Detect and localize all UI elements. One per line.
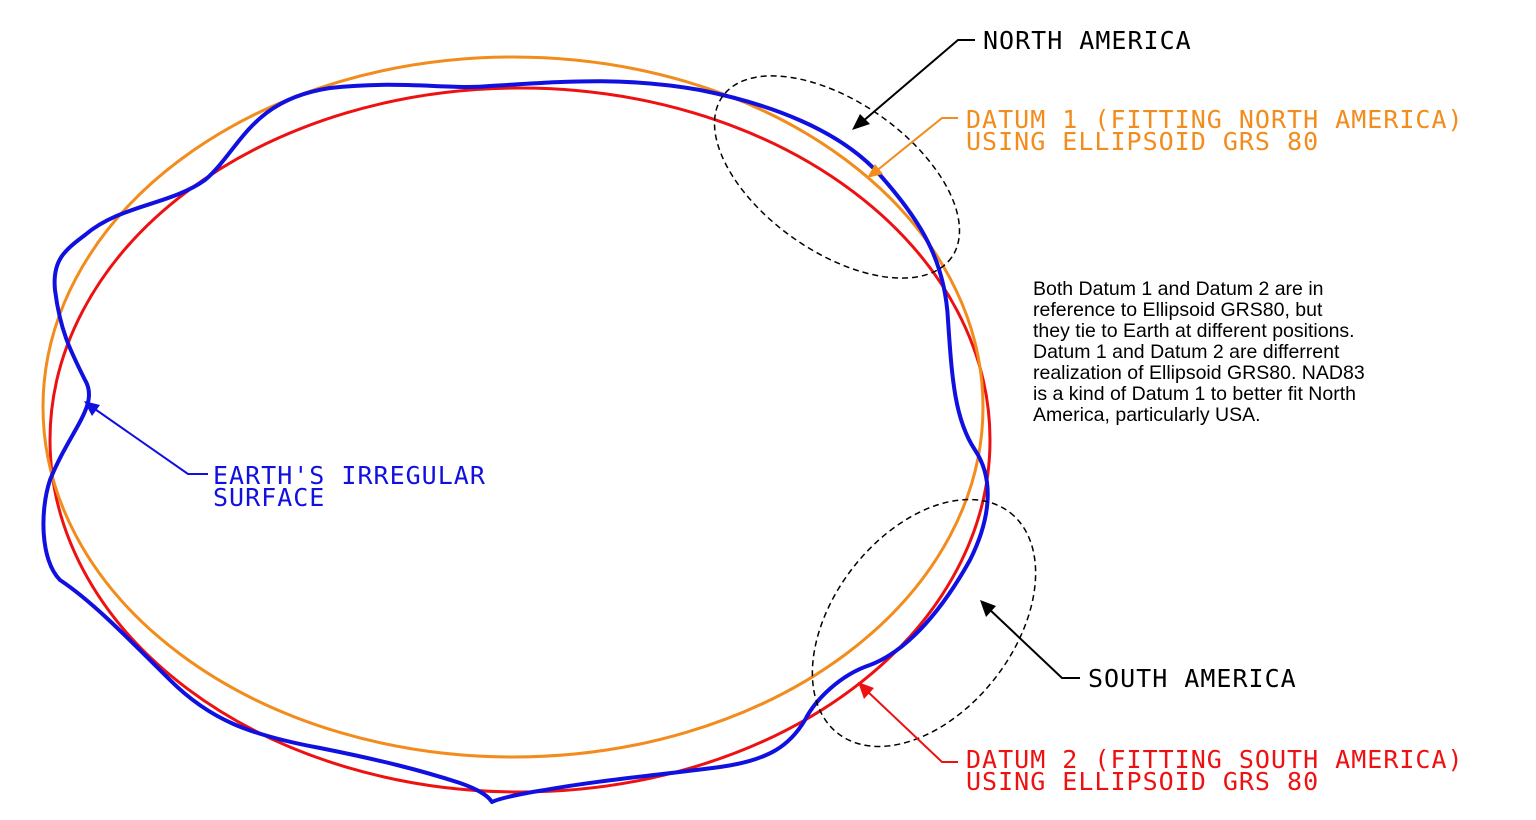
note-line: they tie to Earth at different positions… [1033,320,1355,342]
earth-surface-label-line-2: SURFACE [213,483,325,512]
south-america-label: SOUTH AMERICA [1088,664,1297,693]
note-line: realization of Ellipsoid GRS80. NAD83 [1033,362,1365,384]
datum-1-label-line-1: DATUM 1 (FITTING NORTH AMERICA) [966,105,1464,134]
note-line: Datum 1 and Datum 2 are differrent [1033,341,1340,363]
datum-1-arrowhead [867,164,883,178]
datum-2-label-line-1: DATUM 2 (FITTING SOUTH AMERICA) [966,745,1464,774]
datum-1-leader [874,117,958,173]
earth-surface-leader [91,406,208,475]
north-america-label: NORTH AMERICA [983,26,1192,55]
datum-2-leader [865,689,958,763]
datum-1-label-line-2: USING ELLIPSOID GRS 80 [966,127,1319,156]
explanation-note: Both Datum 1 and Datum 2 are in referenc… [1033,278,1365,426]
note-line: is a kind of Datum 1 to better fit North [1033,383,1356,405]
south-america-arrowhead [980,600,996,617]
note-line: America, particularly USA. [1033,404,1261,426]
datum-2-label-line-2: USING ELLIPSOID GRS 80 [966,767,1319,796]
north-america-region [713,75,961,279]
north-america-arrowhead [852,114,870,130]
note-line: Both Datum 1 and Datum 2 are in [1033,278,1324,300]
note-line: reference to Ellipsoid GRS80, but [1033,299,1323,321]
datum-1-ellipse [41,55,985,759]
north-america-leader [861,39,975,123]
datum-2-arrowhead [858,682,874,699]
south-america-region [811,498,1037,748]
south-america-leader [987,607,1080,679]
earth-irregular-surface [41,79,990,804]
earth-surface-label-line-1: EARTH'S IRREGULAR [213,461,486,490]
earth-surface-arrowhead [84,401,100,416]
datum-2-ellipse [48,86,992,794]
